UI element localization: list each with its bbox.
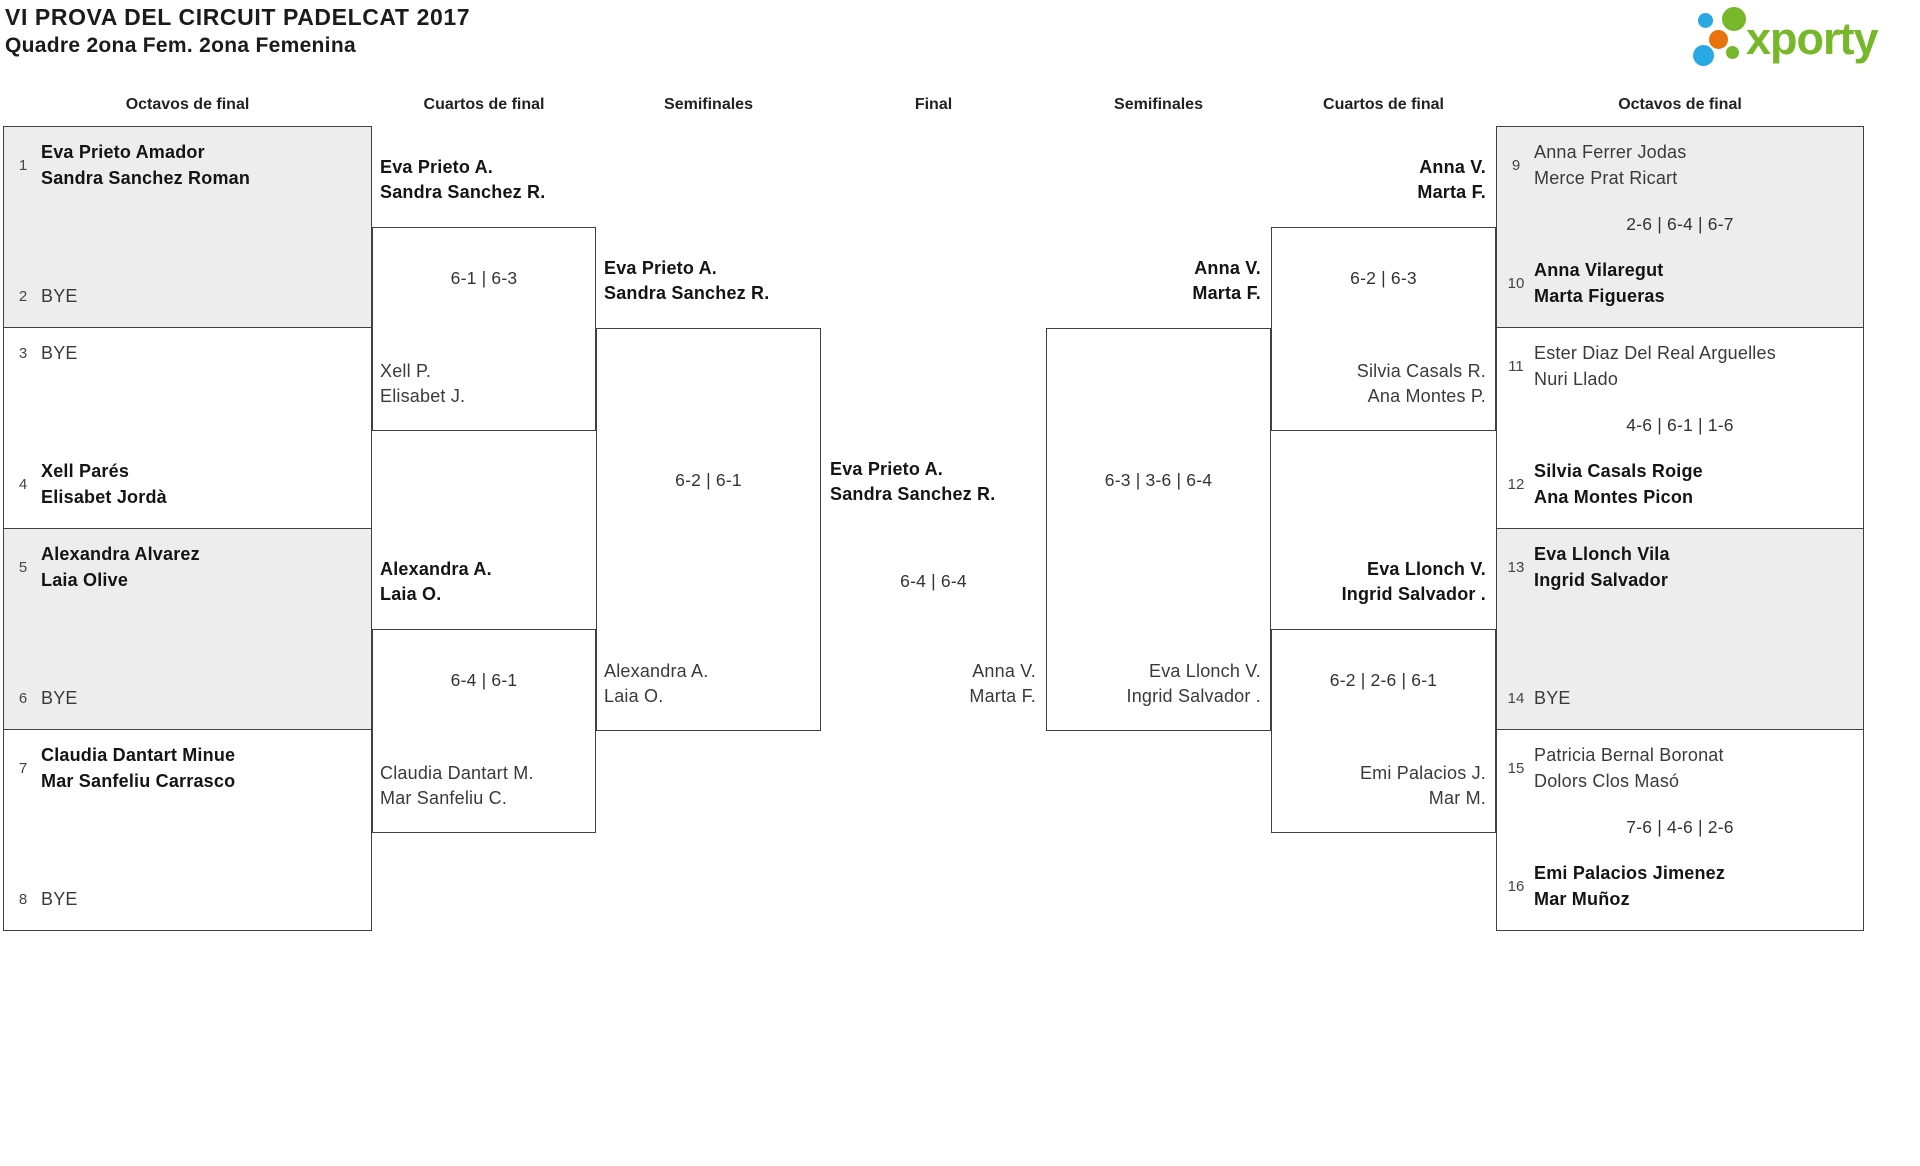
seed-number: 13 (1507, 558, 1525, 576)
quarterfinal-box-1 (372, 227, 596, 431)
seed-number: 5 (18, 558, 28, 576)
sf-right-loser-label: Eva Llonch V.Ingrid Salvador . (1126, 661, 1261, 706)
round-header-octavos-right: Octavos de final (1618, 96, 1742, 113)
seed-number: 16 (1507, 877, 1525, 895)
qf1-loser-label: Xell P.Elisabet J. (380, 361, 466, 406)
qf4-score: 6-2 | 2-6 | 6-1 (1329, 670, 1438, 690)
qf1-winner-label: Eva Prieto A.Sandra Sanchez R. (380, 157, 546, 202)
logo-wordmark: xporty (1746, 13, 1879, 64)
quarterfinal-box-2 (372, 629, 596, 833)
seed-number: 14 (1507, 689, 1525, 707)
quarterfinal-box-4 (1271, 629, 1496, 833)
semifinal-box-right (1046, 328, 1271, 731)
sf-left-loser-label: Alexandra A.Laia O. (604, 661, 709, 706)
qf1-score: 6-1 | 6-3 (450, 268, 518, 288)
team-entry-seed-3: 3 BYE (12, 340, 363, 366)
seed-number: 6 (18, 689, 28, 707)
final-champion-label: Eva Prieto A.Sandra Sanchez R. (830, 459, 996, 504)
seed-number: 8 (18, 890, 28, 908)
match-score: 2-6 | 6-4 | 6-7 (1626, 214, 1734, 234)
xporty-logo[interactable]: xporty (1688, 7, 1913, 75)
sf-left-winner-label: Eva Prieto A.Sandra Sanchez R. (604, 258, 770, 303)
qf2-winner-label: Alexandra A.Laia O. (380, 559, 492, 604)
semifinal-box-left (596, 328, 821, 731)
final-runner-up-label: Anna V.Marta F. (969, 661, 1036, 706)
qf2-loser-label: Claudia Dantart M.Mar Sanfeliu C. (380, 763, 534, 808)
page-subtitle: Quadre 2ona Fem. 2ona Femenina (5, 34, 356, 57)
qf3-loser-label: Silvia Casals R.Ana Montes P. (1356, 361, 1486, 406)
seed-number: 10 (1507, 274, 1525, 292)
seed-number: 15 (1507, 759, 1525, 777)
qf3-score: 6-2 | 6-3 (1350, 268, 1417, 288)
logo-dot-blue-small-icon (1698, 13, 1713, 28)
team-entry-seed-2: 2 BYE (12, 283, 363, 309)
team-entry-seed-6: 6 BYE (12, 685, 363, 711)
logo-dot-blue-large-icon (1693, 45, 1714, 66)
seed-number: 11 (1508, 357, 1524, 375)
match-score: 4-6 | 6-1 | 1-6 (1626, 415, 1734, 435)
quarterfinal-box-3 (1271, 227, 1496, 431)
qf4-winner-label: Eva Llonch V.Ingrid Salvador . (1341, 559, 1486, 604)
final-score: 6-4 | 6-4 (900, 571, 967, 591)
round-header-semis-right: Semifinales (1114, 96, 1203, 113)
seed-number: 9 (1511, 156, 1521, 174)
round-header-final: Final (914, 96, 953, 113)
round-header-octavos-left: Octavos de final (125, 96, 250, 113)
logo-dot-orange-icon (1709, 30, 1728, 49)
team-entry-seed-8: 8 BYE (12, 886, 363, 912)
sf-right-score: 6-3 | 3-6 | 6-4 (1104, 470, 1213, 490)
round-header-cuartos-left: Cuartos de final (423, 96, 545, 113)
seed-number: 3 (18, 344, 28, 362)
round-header-semis-left: Semifinales (664, 96, 753, 113)
match-score: 7-6 | 4-6 | 2-6 (1626, 817, 1734, 837)
seed-number: 12 (1507, 475, 1525, 493)
qf4-loser-label: Emi Palacios J.Mar M. (1359, 763, 1486, 808)
sf-left-score: 6-2 | 6-1 (675, 470, 742, 490)
logo-dot-green-large-icon (1722, 7, 1746, 31)
team-entry-seed-14: 14 BYE (1505, 685, 1855, 711)
seed-number: 2 (18, 287, 28, 305)
seed-number: 4 (18, 475, 28, 493)
qf2-score: 6-4 | 6-1 (450, 670, 518, 690)
qf3-winner-label: Anna V.Marta F. (1417, 157, 1486, 202)
round-header-cuartos-right: Cuartos de final (1323, 96, 1444, 113)
page-title: VI PROVA DEL CIRCUIT PADELCAT 2017 (5, 4, 471, 30)
seed-number: 1 (18, 156, 28, 174)
sf-right-winner-label: Anna V.Marta F. (1192, 258, 1261, 303)
logo-dot-green-small-icon (1726, 46, 1739, 59)
seed-number: 7 (18, 759, 28, 777)
